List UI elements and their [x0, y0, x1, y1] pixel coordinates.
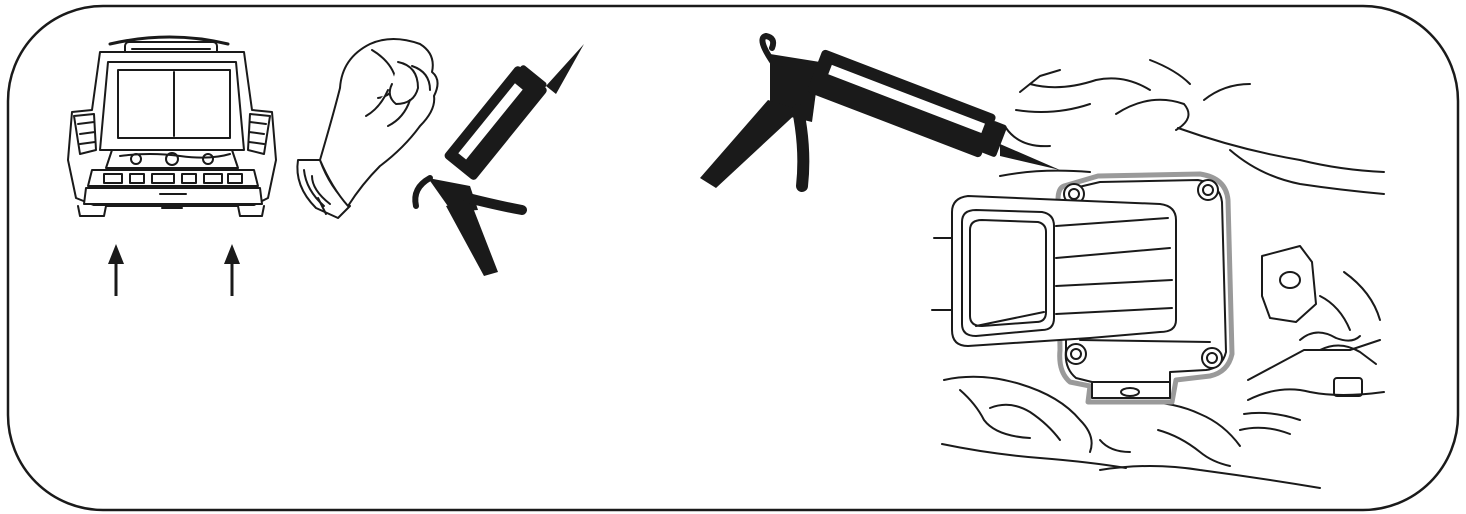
caulking-gun-icon — [700, 32, 1060, 192]
arrow-up-icon — [108, 244, 124, 296]
rubber-glove-icon — [296, 38, 439, 219]
arrow-up-icon — [224, 244, 240, 296]
caulking-gun-icon — [412, 44, 584, 276]
hitch-receiver-sealant-icon — [931, 59, 1385, 489]
car-rear-view-icon — [67, 35, 277, 217]
